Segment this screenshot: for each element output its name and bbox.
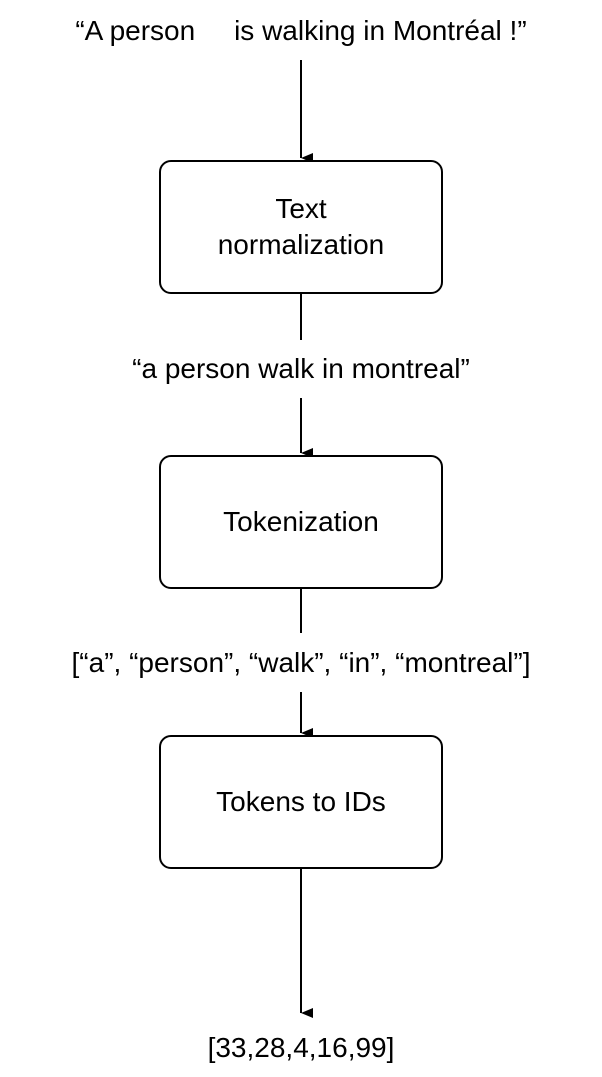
step-text-normalization-box: Text normalization bbox=[159, 160, 443, 294]
output-ids-text: [33,28,4,16,99] bbox=[207, 1032, 395, 1063]
input-text: “A person is walking in Montréal !” bbox=[75, 15, 527, 46]
step-tokens-to-ids-box: Tokens to IDs bbox=[159, 735, 443, 869]
token-list-text: [“a”, “person”, “walk”, “in”, “montreal”… bbox=[71, 647, 531, 678]
normalized-text: “a person walk in montreal” bbox=[132, 353, 470, 384]
step-tokens-to-ids-label: Tokens to IDs bbox=[216, 786, 386, 817]
step-tokenization-box: Tokenization bbox=[159, 455, 443, 589]
step-tokenization-label: Tokenization bbox=[223, 506, 379, 537]
step-text-normalization-label: Text normalization bbox=[217, 193, 385, 260]
